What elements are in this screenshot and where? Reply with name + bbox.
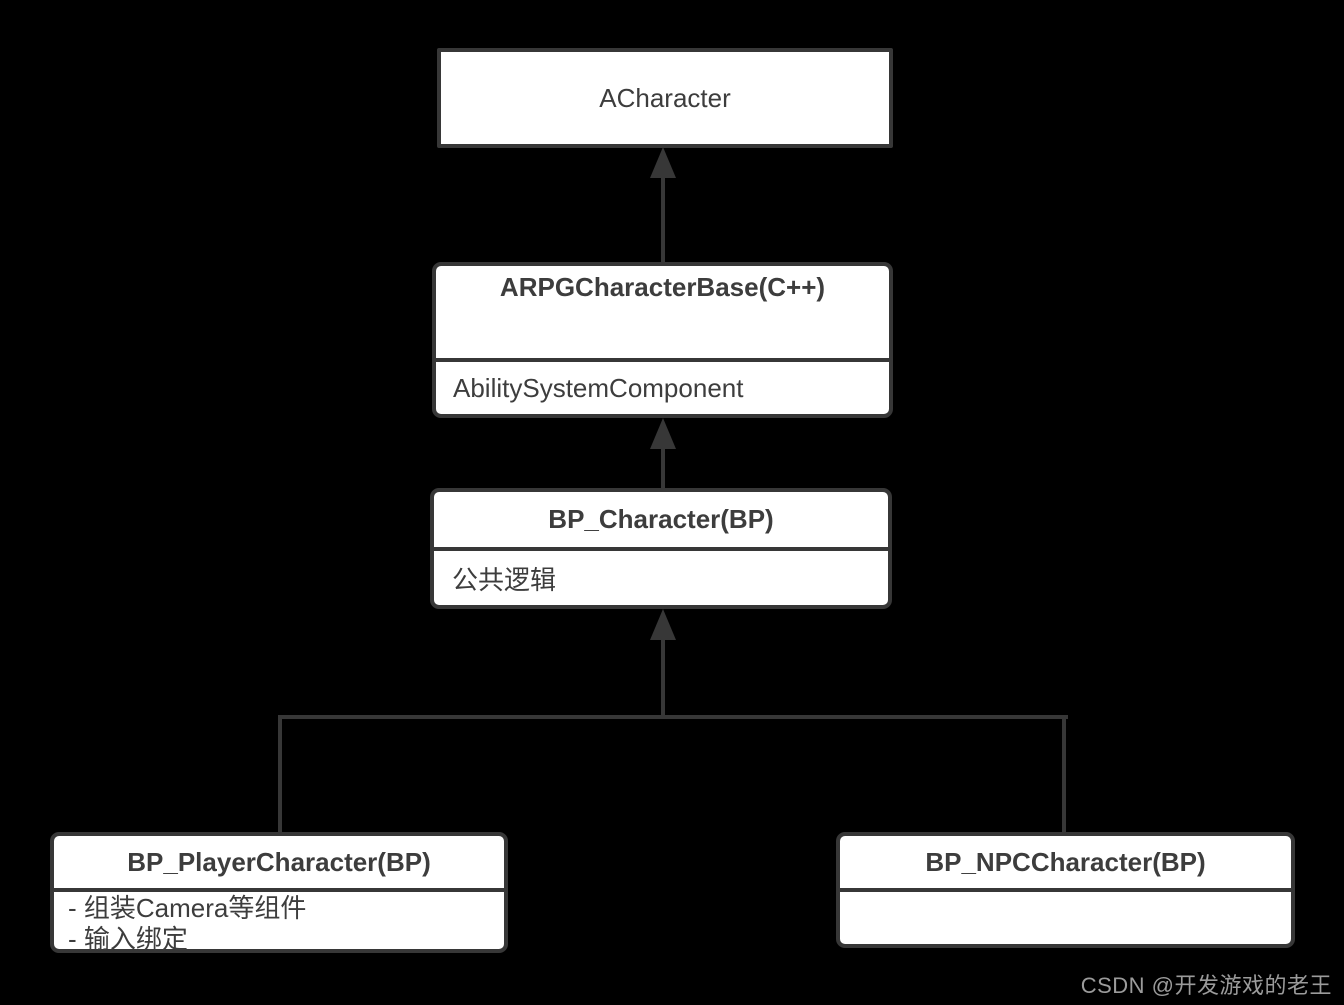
inheritance-edge-branch-to-bpcharacter (661, 638, 665, 717)
section-divider (436, 358, 889, 362)
branch-connector-right (1062, 715, 1066, 832)
csdn-watermark: CSDN @开发游戏的老王 (1080, 973, 1332, 998)
node-bp-npc-character: BP_NPCCharacter(BP) (836, 832, 1295, 948)
section-divider (434, 547, 888, 551)
section-divider (54, 888, 504, 892)
feature-line-camera: - 组装Camera等组件 (68, 893, 307, 923)
node-bp-npc-character-body (840, 892, 1291, 944)
inheritance-arrowhead-branch-to-bpcharacter (650, 609, 676, 640)
node-arpg-character-base-title: ARPGCharacterBase(C++) (499, 272, 826, 302)
node-acharacter-title: ACharacter (599, 82, 731, 113)
node-bp-character: BP_Character(BP) 公共逻辑 (430, 488, 892, 609)
node-arpg-character-base-body: AbilitySystemComponent (453, 372, 744, 403)
feature-line-input: - 输入绑定 (68, 924, 188, 954)
node-bp-player-character: BP_PlayerCharacter(BP) - 组装Camera等组件 - 输… (50, 832, 508, 955)
node-bp-player-character-title: BP_PlayerCharacter(BP) (127, 846, 431, 877)
inheritance-arrowhead-bpcharacter-to-arpg (650, 418, 676, 449)
section-divider (840, 888, 1291, 892)
node-bp-player-character-body: - 组装Camera等组件 - 输入绑定 (54, 892, 504, 955)
node-bp-npc-character-title: BP_NPCCharacter(BP) (925, 846, 1206, 877)
node-bp-character-body: 公共逻辑 (452, 564, 557, 595)
node-bp-character-title: BP_Character(BP) (548, 504, 774, 534)
node-arpg-character-base: ARPGCharacterBase(C++) AbilitySystemComp… (432, 262, 893, 418)
inheritance-edge-bpcharacter-to-arpg (661, 447, 665, 488)
branch-connector-left (278, 715, 282, 832)
branch-connector-horizontal (278, 715, 1068, 719)
inheritance-edge-arpg-to-acharacter (661, 176, 665, 262)
inheritance-arrowhead-arpg-to-acharacter (650, 147, 676, 178)
node-acharacter: ACharacter (437, 48, 893, 148)
